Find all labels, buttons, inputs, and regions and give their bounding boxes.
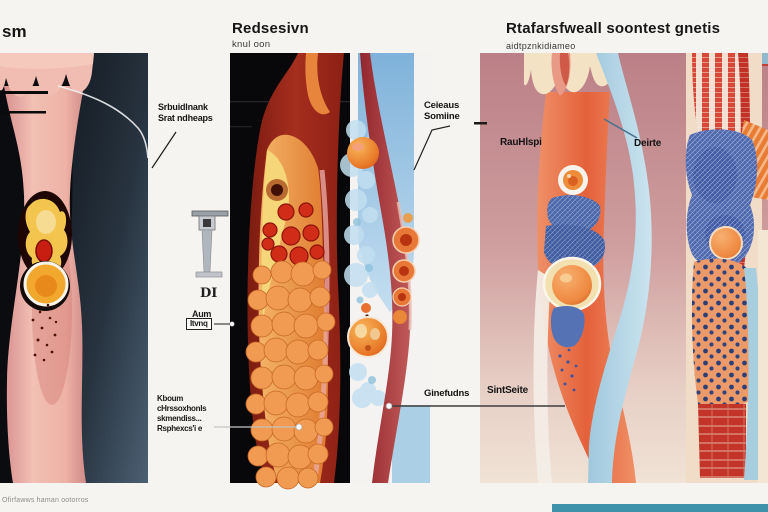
label-lower-left: Kboum cHrssoxhonls skmendiss... Rsphexcs…	[157, 394, 207, 434]
label-sintseite: SintSeite	[487, 385, 528, 396]
label-upper-left-line1: Srbuidlnank	[158, 102, 208, 112]
label-lower-left-line4: Rsphexcs'i e	[157, 424, 202, 433]
monument-artifact	[191, 210, 229, 278]
column2-subheader: knul oon	[232, 39, 271, 50]
label-mid-line2: Somiine	[424, 111, 460, 122]
bottom-teal-bar	[552, 504, 768, 512]
label-deirte: Deirte	[634, 138, 662, 149]
label-mid: Ceieaus Somiine	[424, 100, 460, 122]
label-upper-left: Srbuidlnank Srat ndheaps	[158, 102, 213, 124]
label-rauhlspi: RauHlspi	[500, 137, 542, 148]
label-lower-left-line1: Kboum	[157, 394, 184, 403]
label-lower-left-line2: cHrssoxhonls	[157, 404, 207, 413]
panel-stage-3	[340, 53, 432, 483]
column4-header: Rtafarsfweall soontest gnetis	[506, 20, 721, 37]
panel-stage-2	[230, 53, 350, 490]
label-aum: Aum	[192, 309, 212, 319]
watermark-text: Ofirfawws haman ootorros	[2, 497, 89, 504]
label-aum-boxed: Itvnq	[186, 318, 212, 330]
monument-caption: DI	[200, 286, 218, 301]
label-ginefudns: Ginefudns	[424, 388, 470, 399]
label-mid-line1: Ceieaus	[424, 100, 460, 111]
panel-stage-4	[480, 53, 768, 483]
annotation-lines	[151, 118, 768, 512]
column1-header: sm	[2, 22, 27, 41]
label-upper-left-line2: Srat ndheaps	[158, 113, 213, 123]
column2-header: Redsesivn	[232, 20, 309, 37]
leg-far-right	[685, 53, 768, 483]
column4-subheader: aidtpznkidiameo	[506, 41, 576, 51]
panel-stage-1	[0, 53, 149, 483]
label-lower-left-line3: skmendiss...	[157, 414, 202, 423]
leg-center	[524, 53, 652, 483]
